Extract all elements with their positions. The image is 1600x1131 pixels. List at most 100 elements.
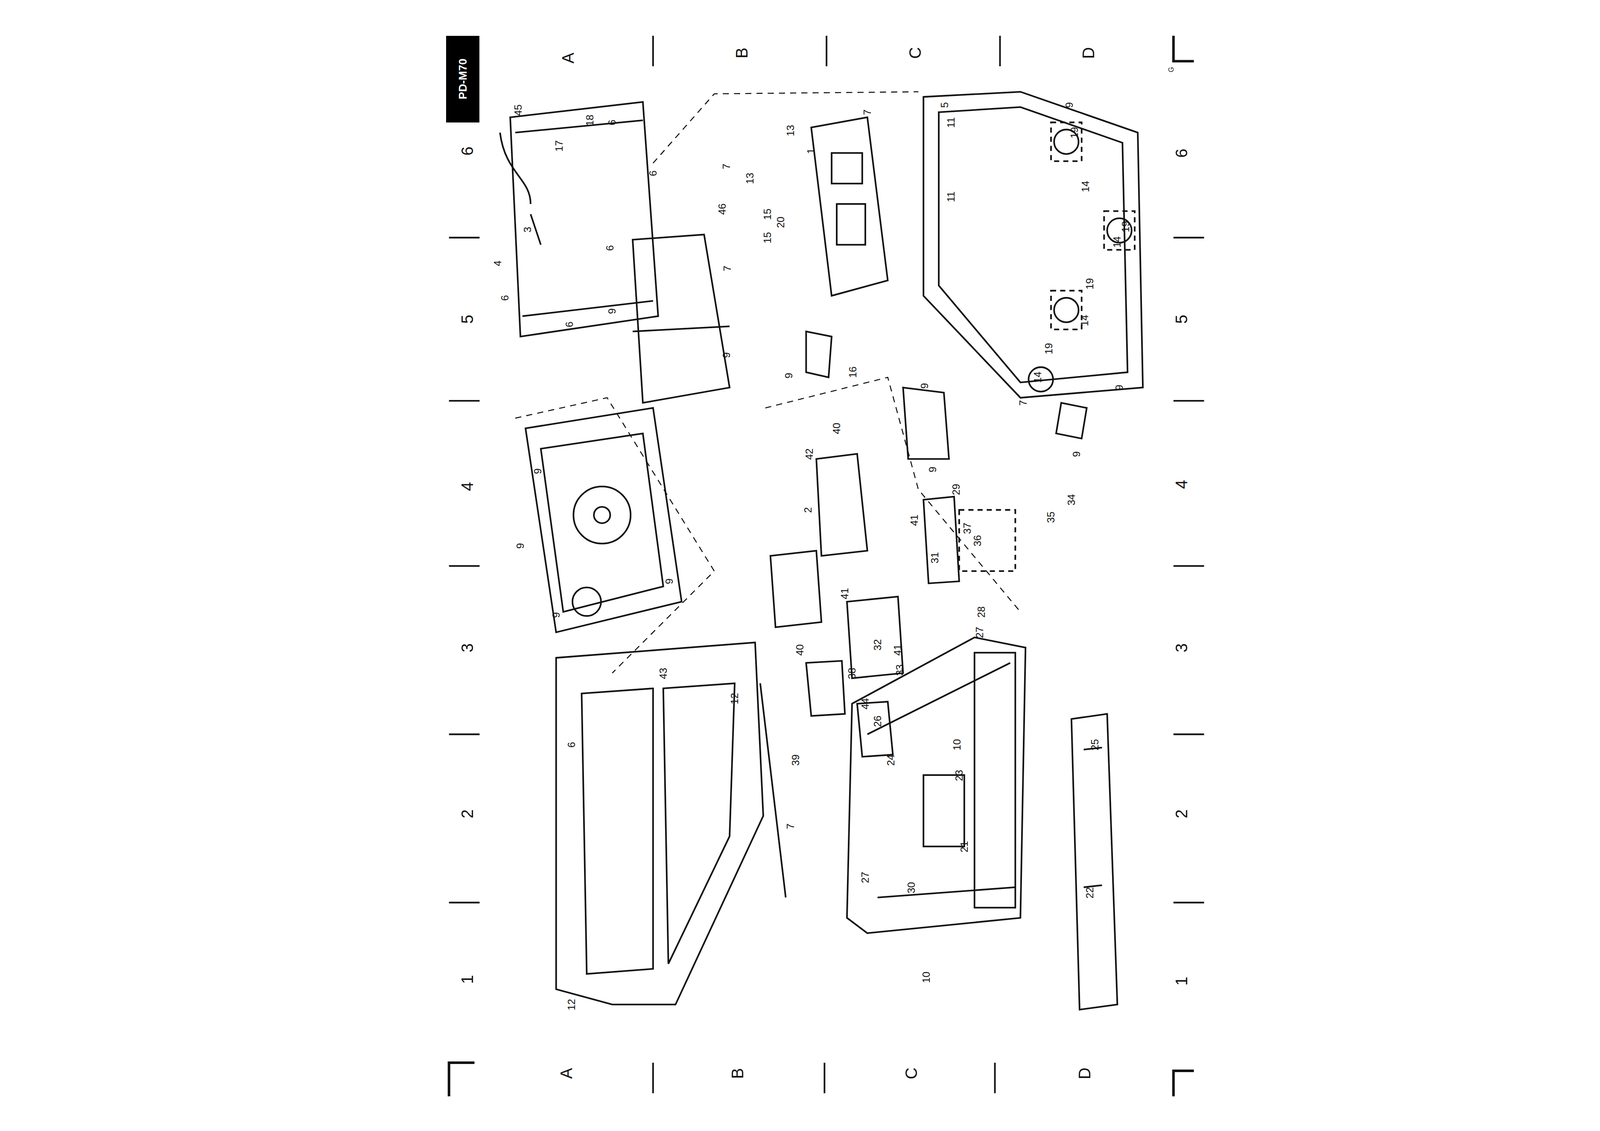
grid-reference: 1 [1173,977,1190,987]
callout-number: 9 [607,308,618,314]
callout-number: 42 [804,448,815,460]
callout-number: 9 [783,372,795,379]
callout-number: 41 [909,514,920,527]
callout-number: 22 [1084,887,1095,899]
callout-number: 10 [921,972,932,984]
callout-number: 6 [648,170,659,177]
callout-number: 11 [945,191,957,203]
callout-number: 9 [927,466,938,473]
grid-reference: D [1076,1067,1093,1080]
grid-reference: 1 [459,975,476,984]
callout-number: 38 [846,667,858,680]
callout-number: 35 [1045,511,1057,524]
callout-number: 14 [1080,181,1091,193]
callout-number: 26 [872,715,883,728]
grid-reference: D [1080,47,1097,59]
callout-number: 28 [976,606,987,619]
callout-number: 11 [945,116,957,128]
grid-reference: C [903,1067,920,1080]
callout-number: 6 [564,321,575,328]
callout-number: 1 [805,148,817,154]
callout-number: 12 [566,999,577,1011]
callout-number: 36 [972,535,983,547]
callout-number: 31 [929,552,941,564]
grid-reference: 2 [1173,809,1190,819]
callout-number: 14 [1112,236,1123,248]
callout-number: 13 [744,172,756,185]
callout-number: 19 [1120,220,1131,233]
callout-number: 45 [513,104,524,117]
callout-number: 40 [794,644,806,656]
grid-reference: 5 [1173,315,1190,325]
callout-number: 7 [722,265,733,272]
callout-number: 43 [658,667,669,680]
callout-number: 7 [721,163,732,170]
callout-number: 19 [1043,343,1055,355]
callout-number: 12 [729,693,740,705]
grid-reference: 5 [459,315,476,325]
callout-number: 13 [785,125,796,137]
callout-number: 9 [721,352,732,358]
grid-reference: B [729,1068,746,1079]
grid-reference: 3 [1173,643,1190,653]
callout-number: 44 [860,698,871,710]
model-title: PD-M70 [456,58,470,100]
title-box: PD-M70 [446,35,480,123]
callout-number: 6 [607,119,618,126]
grid-reference: 4 [459,482,476,492]
grid-reference: 6 [459,146,476,156]
callout-number: 14 [1079,314,1090,327]
callout-number: 25 [1089,739,1101,751]
callout-number: 15 [762,232,773,244]
callout-number: 3 [522,226,533,233]
callout-number: 46 [717,203,728,216]
grid-reference: 6 [1173,148,1190,158]
callout-number: 40 [831,423,842,435]
callout-number: 41 [892,644,903,656]
callout-number: 7 [1018,400,1029,406]
callout-number: 9 [1071,451,1082,457]
callout-number: 7 [862,109,873,115]
callout-number: 4 [492,260,503,266]
callout-number: 39 [790,754,801,766]
callout-number: 6 [499,294,511,301]
callout-number: 18 [584,114,596,127]
callout-number: 19 [1069,126,1080,139]
grid-reference: 3 [459,643,476,653]
callout-number: 6 [566,741,577,748]
callout-number: 24 [885,754,897,766]
callout-number: 9 [551,612,562,619]
callout-number: 33 [894,664,906,677]
grid-reference: A [558,1068,575,1079]
callout-number: 37 [962,522,973,535]
grid-reference: 2 [459,809,476,819]
callout-number: 14 [1032,371,1043,384]
callout-number: 16 [847,366,859,379]
callout-number: 9 [1064,102,1075,109]
callout-number: 6 [604,245,616,251]
callout-number: 29 [951,484,962,496]
callout-number: 19 [1084,277,1095,290]
callout-number: 41 [839,588,850,600]
grid-reference: 4 [1173,480,1190,490]
callout-number: 7 [785,823,796,830]
callout-number: 20 [775,216,786,229]
grid-reference: G [1167,66,1175,72]
callout-number: 10 [951,739,963,751]
grid-reference: A [560,52,577,64]
callout-number: 5 [939,102,950,109]
callout-number: 2 [802,507,814,513]
callout-number: 30 [906,881,917,894]
callout-number: 27 [974,627,985,639]
callout-number: 34 [1066,494,1077,506]
callout-number: 9 [532,468,544,475]
callout-number: 9 [515,543,526,549]
callout-number: 27 [860,871,871,884]
callout-number: 15 [762,208,773,221]
callout-number: 32 [872,639,883,651]
callout-number: 23 [954,769,965,782]
grid-reference: C [907,47,924,59]
grid-reference: B [733,47,751,59]
callout-number: 9 [664,578,675,585]
